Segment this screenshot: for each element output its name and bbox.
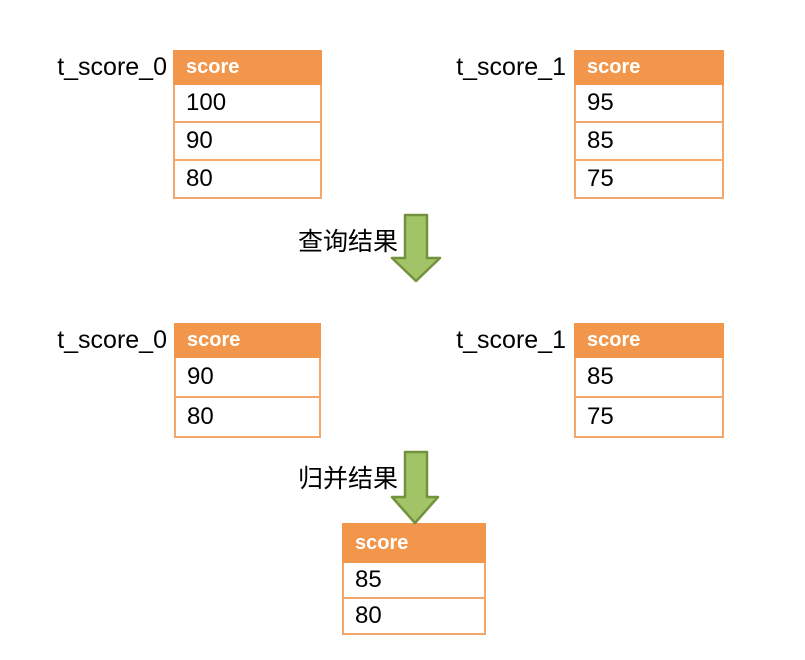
table-header-row: score <box>174 323 321 358</box>
table-row: 75 <box>574 159 724 199</box>
table-header-cell: score <box>174 323 321 358</box>
table-row: 80 <box>173 159 322 199</box>
table-cell: 75 <box>574 159 724 199</box>
table-label-top-right: t_score_1 <box>456 53 566 81</box>
table-header-row: score <box>342 523 486 563</box>
table-row: 75 <box>574 396 724 438</box>
table-label-top-left: t_score_0 <box>57 53 167 81</box>
table-cell: 90 <box>173 121 322 161</box>
table-row: 80 <box>342 597 486 635</box>
table-cell: 85 <box>574 121 724 161</box>
table-cell: 85 <box>342 561 486 599</box>
table-cell: 95 <box>574 83 724 123</box>
table-cell: 80 <box>342 597 486 635</box>
table-header-row: score <box>173 50 322 85</box>
table-header-cell: score <box>342 523 486 563</box>
table-cell: 85 <box>574 356 724 398</box>
table-cell: 80 <box>173 159 322 199</box>
table-cell: 100 <box>173 83 322 123</box>
down-arrow-icon <box>390 213 442 283</box>
table-header-cell: score <box>574 50 724 85</box>
table-t-score-0-original: score 100 90 80 <box>173 50 322 199</box>
arrow-label-merge: 归并结果 <box>297 465 398 493</box>
table-cell: 75 <box>574 396 724 438</box>
table-header-row: score <box>574 323 724 358</box>
table-cell: 80 <box>174 396 321 438</box>
table-label-mid-left: t_score_0 <box>57 326 167 354</box>
table-label-mid-right: t_score_1 <box>456 326 566 354</box>
table-header-cell: score <box>574 323 724 358</box>
table-t-score-0-result: score 90 80 <box>174 323 321 438</box>
table-t-score-1-original: score 95 85 75 <box>574 50 724 199</box>
table-row: 85 <box>342 561 486 599</box>
down-arrow-shape <box>390 450 440 525</box>
table-row: 80 <box>174 396 321 438</box>
arrow-label-query: 查询结果 <box>297 228 398 256</box>
table-row: 85 <box>574 356 724 398</box>
table-row: 100 <box>173 83 322 123</box>
table-merged-result: score 85 80 <box>342 523 486 635</box>
table-row: 90 <box>174 356 321 398</box>
table-row: 85 <box>574 121 724 161</box>
table-cell: 90 <box>174 356 321 398</box>
table-row: 95 <box>574 83 724 123</box>
down-arrow-icon <box>390 450 440 525</box>
down-arrow-shape <box>390 213 442 283</box>
table-header-row: score <box>574 50 724 85</box>
table-row: 90 <box>173 121 322 161</box>
table-t-score-1-result: score 85 75 <box>574 323 724 438</box>
table-header-cell: score <box>173 50 322 85</box>
